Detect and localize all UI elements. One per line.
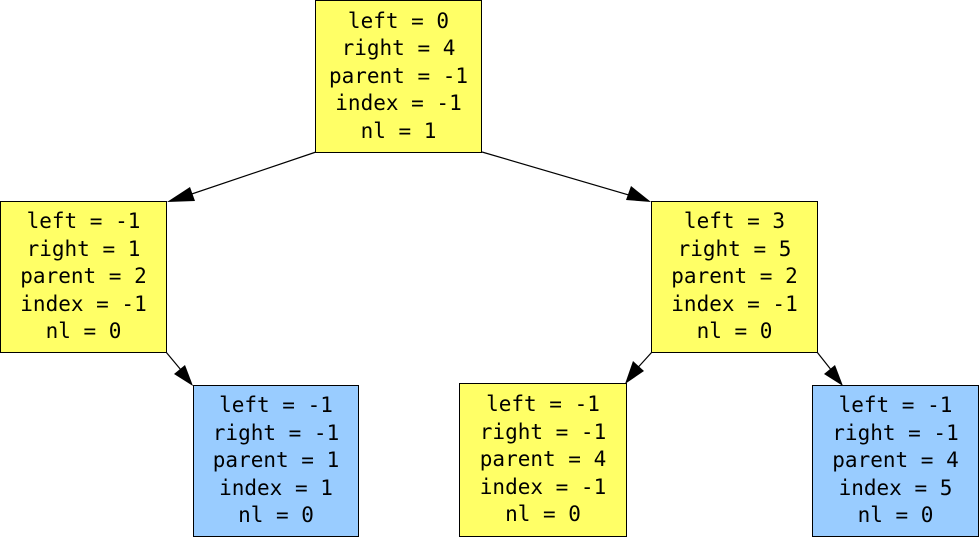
tree-node-root: left = 0 right = 4 parent = -1 index = -… xyxy=(315,0,482,153)
node-line: index = -1 xyxy=(20,291,147,316)
node-line: right = -1 xyxy=(832,420,959,445)
arrowhead-left-ll xyxy=(174,365,193,386)
arrowhead-right-rl xyxy=(625,361,644,384)
arrowhead-root-right xyxy=(626,186,651,202)
node-line: right = 5 xyxy=(677,236,792,261)
node-line: left = -1 xyxy=(219,393,333,418)
node-line: parent = 2 xyxy=(20,264,147,289)
node-line: index = -1 xyxy=(335,91,462,116)
node-line: index = 1 xyxy=(219,475,333,500)
node-line: right = -1 xyxy=(212,420,340,445)
node-line: left = 3 xyxy=(683,209,786,234)
edge-right-rl xyxy=(632,351,653,374)
node-line: left = -1 xyxy=(838,393,953,418)
arrowhead-root-left xyxy=(167,187,195,202)
node-line: nl = 1 xyxy=(360,118,437,143)
node-line: index = -1 xyxy=(479,474,607,499)
node-line: parent = 1 xyxy=(212,448,340,473)
arrowhead-right-rr xyxy=(824,365,843,386)
node-line: parent = 4 xyxy=(832,448,959,473)
node-line: parent = -1 xyxy=(328,63,469,88)
edge-root-left xyxy=(170,151,317,202)
edge-root-right xyxy=(481,151,647,201)
edge-left-ll xyxy=(165,351,187,377)
node-line: nl = 0 xyxy=(505,502,581,527)
node-line: parent = 4 xyxy=(479,447,607,472)
node-line: index = 5 xyxy=(838,475,953,500)
node-line: right = 4 xyxy=(341,36,456,61)
tree-node-left-left: left = -1 right = -1 parent = 1 index = … xyxy=(193,385,359,537)
tree-node-left: left = -1 right = 1 parent = 2 index = -… xyxy=(0,201,167,353)
tree-node-right-right: left = -1 right = -1 parent = 4 index = … xyxy=(812,385,979,537)
node-line: index = -1 xyxy=(671,291,798,316)
node-line: nl = 0 xyxy=(857,503,934,528)
tree-node-right-left: left = -1 right = -1 parent = 4 index = … xyxy=(459,383,627,537)
node-line: nl = 0 xyxy=(696,319,773,344)
node-line: right = 1 xyxy=(26,236,141,261)
node-line: left = 0 xyxy=(347,8,450,33)
edge-right-rr xyxy=(816,351,837,377)
node-line: left = -1 xyxy=(486,392,600,417)
node-line: nl = 0 xyxy=(45,319,122,344)
node-line: right = -1 xyxy=(479,419,607,444)
node-line: parent = 2 xyxy=(671,264,798,289)
node-line: nl = 0 xyxy=(238,503,314,528)
node-line: left = -1 xyxy=(26,209,141,234)
tree-node-right: left = 3 right = 5 parent = 2 index = -1… xyxy=(651,201,818,353)
